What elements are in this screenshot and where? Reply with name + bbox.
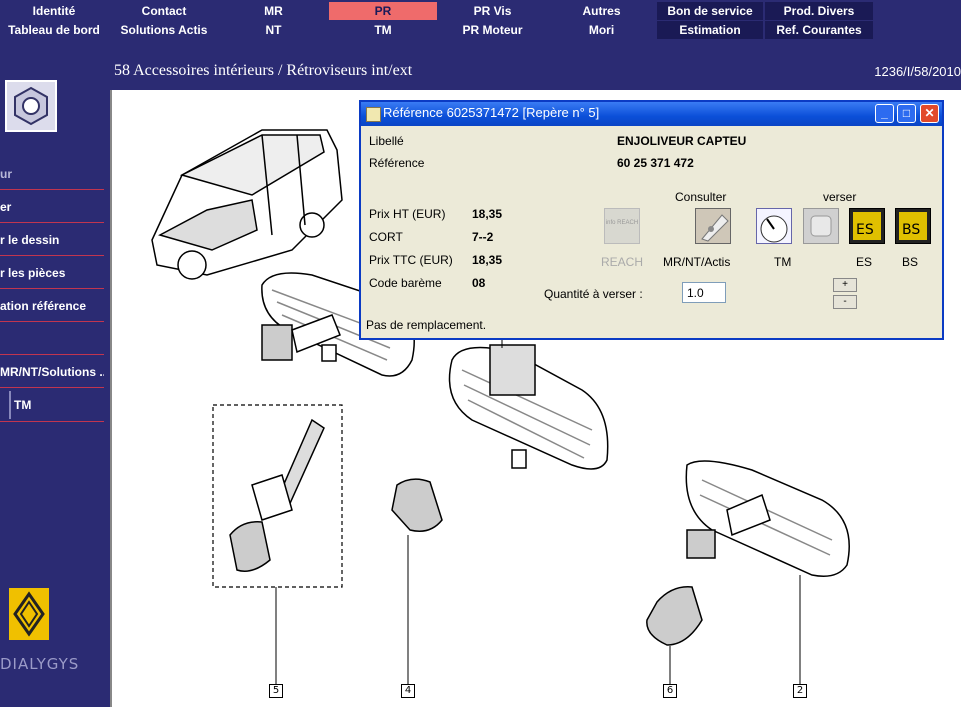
es-icon[interactable]: ES [849, 208, 885, 244]
callout-6[interactable]: 6 [663, 684, 677, 698]
libelle-label: Libellé [369, 134, 404, 148]
page-code: 1236/I/58/2010 [874, 64, 961, 79]
left-menu-item-solutions[interactable]: MR/NT/Solutions ... [0, 357, 104, 388]
quantity-plus-button[interactable]: + [833, 278, 857, 292]
nav-pr-moteur[interactable]: PR Moteur [439, 21, 546, 39]
page-title: 58 Accessoires intérieurs / Rétroviseurs… [114, 62, 413, 79]
nav-ref-courantes[interactable]: Ref. Courantes [765, 21, 873, 39]
left-menu-item-dessin[interactable]: r le dessin [0, 225, 104, 256]
van-drawing [151, 129, 343, 280]
dialog-title: Référence 6025371472 [Repère n° 5] [383, 105, 600, 120]
callout-2[interactable]: 2 [793, 684, 807, 698]
libelle-value: ENJOLIVEUR CAPTEU [617, 134, 747, 148]
nav-solutions-actis[interactable]: Solutions Actis [110, 21, 218, 39]
dialog-titlebar[interactable]: Référence 6025371472 [Repère n° 5] _ □ ✕ [361, 102, 942, 126]
quantity-input[interactable] [682, 282, 726, 303]
renault-logo-icon [9, 588, 49, 640]
es-label: ES [856, 255, 873, 269]
mirror-center-drawing [448, 344, 609, 470]
svg-text:BS: BS [902, 222, 920, 238]
svg-text:ES: ES [856, 222, 874, 238]
maximize-button[interactable]: □ [897, 104, 916, 123]
quantity-minus-button[interactable]: - [833, 295, 857, 309]
nav-identite[interactable]: Identité [0, 2, 108, 20]
callout-4[interactable]: 4 [401, 684, 415, 698]
bs-label: BS [902, 255, 919, 269]
cort-label: CORT [369, 230, 403, 244]
verser-header: verser [823, 190, 857, 204]
mirror-right-drawing [685, 460, 850, 577]
left-menu-item-pieces[interactable]: r les pièces [0, 258, 104, 289]
code-bareme-label: Code barème [369, 276, 442, 290]
cort-value: 7--2 [472, 230, 494, 244]
part-5-drawing [229, 418, 325, 572]
tm-clock-icon[interactable] [756, 208, 792, 244]
prix-ht-label: Prix HT (EUR) [369, 207, 446, 221]
nav-contact[interactable]: Contact [110, 2, 218, 20]
quantite-label: Quantité à verser : [544, 287, 643, 301]
nav-prod-divers[interactable]: Prod. Divers [765, 2, 873, 20]
nav-autres[interactable]: Autres [548, 2, 655, 20]
reach-icon-text: info REACH [605, 220, 639, 226]
left-menu-divider [0, 324, 104, 355]
tm-icon-label: TM [774, 255, 792, 269]
part-5-box [212, 404, 343, 588]
parts-drawing [151, 129, 850, 684]
consulter-header: Consulter [675, 190, 727, 204]
reference-label: Référence [369, 156, 425, 170]
dialogys-brand: DIALYGYS [0, 655, 80, 673]
left-menu-item-1[interactable]: ur [0, 159, 104, 190]
disabled-part-icon [803, 208, 839, 244]
prix-ttc-label: Prix TTC (EUR) [369, 253, 453, 267]
tm-label: TM [14, 398, 32, 412]
close-button[interactable]: ✕ [920, 104, 939, 123]
coffee-cup-icon [366, 107, 381, 122]
reference-value: 60 25 371 472 [617, 156, 694, 170]
left-menu-tm[interactable]: TM [0, 391, 104, 422]
mr-nt-actis-label: MR/NT/Actis [663, 255, 731, 269]
reach-label: REACH [601, 255, 644, 269]
nav-pr[interactable]: PR [329, 2, 437, 20]
tm-square [0, 391, 11, 419]
nav-tableau-de-bord[interactable]: Tableau de bord [0, 21, 108, 39]
nav-estimation[interactable]: Estimation [657, 21, 763, 39]
nav-nt[interactable]: NT [220, 21, 327, 39]
part-4-drawing [391, 478, 443, 532]
minimize-button[interactable]: _ [875, 104, 894, 123]
left-menu-item-2[interactable]: er [0, 192, 104, 223]
nav-tm[interactable]: TM [329, 21, 437, 39]
reach-icon[interactable]: info REACH [604, 208, 640, 244]
hex-nut-icon[interactable] [5, 80, 57, 132]
code-bareme-value: 08 [472, 276, 486, 290]
bs-icon[interactable]: BS [895, 208, 931, 244]
catalog-page-icon[interactable] [695, 208, 731, 244]
nav-bon-de-service[interactable]: Bon de service [657, 2, 763, 20]
prix-ht-value: 18,35 [472, 207, 503, 221]
nav-mr[interactable]: MR [220, 2, 327, 20]
remplacement-text: Pas de remplacement. [366, 318, 487, 332]
left-menu-item-reference[interactable]: ation référence [0, 291, 104, 322]
nav-pr-vis[interactable]: PR Vis [439, 2, 546, 20]
part-6-drawing [646, 586, 703, 646]
top-navigation: Identité Contact MR PR PR Vis Autres Bon… [0, 0, 961, 40]
callout-5[interactable]: 5 [269, 684, 283, 698]
prix-ttc-value: 18,35 [472, 253, 503, 267]
nav-mori[interactable]: Mori [548, 21, 655, 39]
